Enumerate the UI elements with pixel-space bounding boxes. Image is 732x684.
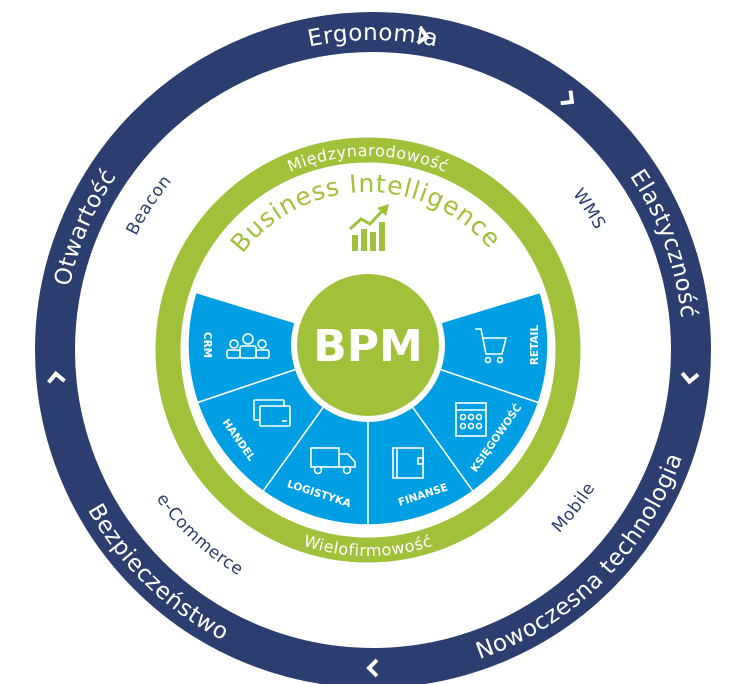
label-wms: WMS: [568, 185, 609, 233]
bpm-label: BPM: [313, 321, 423, 372]
chevron-icon: [680, 371, 700, 385]
ring-chevrons: [47, 26, 700, 678]
outer-ring: [35, 12, 711, 684]
chevron-icon: [47, 370, 66, 384]
calculator-icon: [455, 402, 487, 437]
label-beacon: Beacon: [123, 171, 176, 238]
wallet-icon: [392, 447, 424, 479]
segment-retail: [365, 291, 549, 404]
people-icon: [226, 333, 270, 359]
cart-icon: [475, 328, 508, 364]
chevron-icon: [366, 658, 379, 678]
green-ring: [155, 137, 581, 563]
segment-label-crm: CRM: [201, 332, 213, 358]
chevron-icon: [560, 90, 575, 106]
bpm-circle: [297, 274, 439, 416]
cards-icon: [253, 399, 291, 427]
chevron-icon: [416, 26, 430, 45]
segment-label-retail: RETAIL: [529, 325, 541, 366]
label-mobile: Mobile: [548, 479, 599, 537]
ring-label-bezpieczenstwo: Bezpieczeństwo: [82, 499, 233, 646]
growth-chart-icon: [348, 204, 389, 251]
segment-crm: [187, 291, 371, 404]
truck-icon: [310, 447, 356, 475]
